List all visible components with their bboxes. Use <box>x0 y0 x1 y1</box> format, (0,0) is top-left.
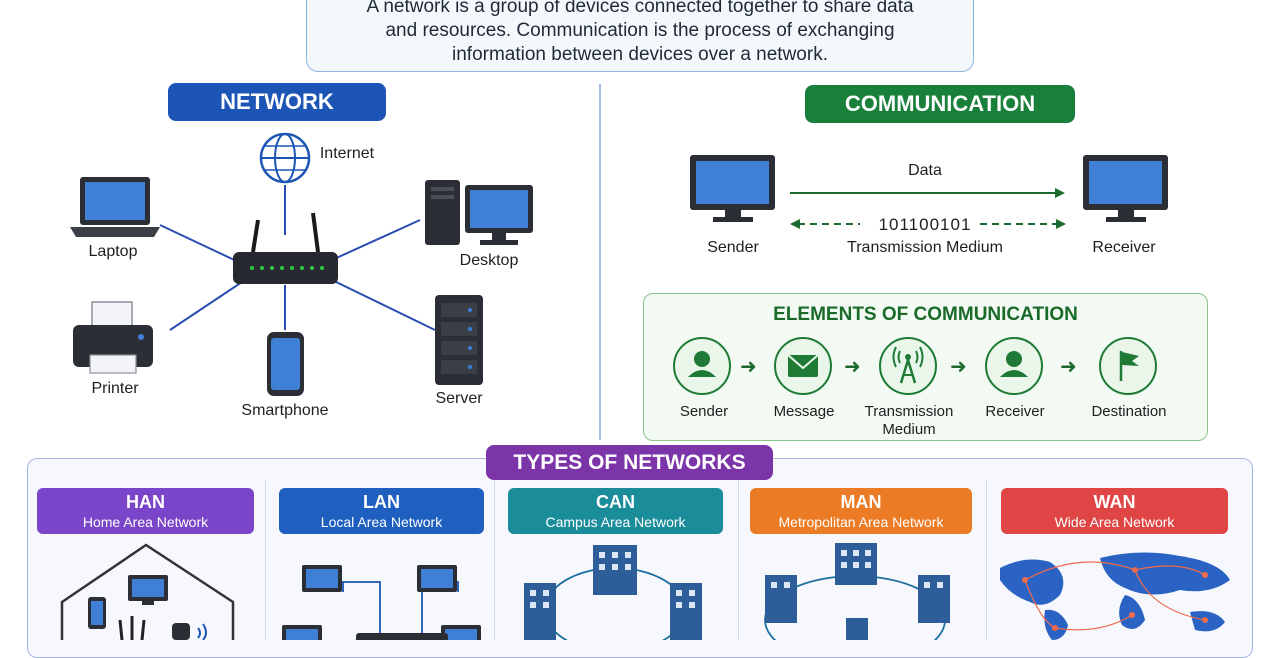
network-diagram <box>70 132 533 396</box>
label-data: Data <box>908 162 942 179</box>
world-map-icon <box>1000 552 1230 640</box>
element-label-transmission-medium: Transmission Medium <box>864 403 954 438</box>
medium-arrow-left <box>790 219 800 229</box>
type-can: CAN Campus Area Network <box>508 488 723 534</box>
city-buildings-icon <box>764 543 950 640</box>
communication-diagram <box>690 155 1168 229</box>
laptop-icon <box>70 177 160 237</box>
element-receiver <box>985 337 1043 395</box>
type-lan-abbr: LAN <box>363 492 400 512</box>
printer-icon <box>73 301 153 374</box>
lan-icon <box>282 565 481 640</box>
type-man-abbr: MAN <box>840 492 882 512</box>
intro-text: A network is a group of devices connecte… <box>307 0 973 67</box>
type-han-abbr: HAN <box>126 492 165 512</box>
type-can-abbr: CAN <box>596 492 635 512</box>
network-title: NETWORK <box>168 83 386 121</box>
type-lan: LAN Local Area Network <box>279 488 484 534</box>
type-separator-2 <box>494 480 495 640</box>
house-icon <box>60 543 235 640</box>
element-label-destination: Destination <box>1091 403 1167 420</box>
network-links <box>159 185 436 331</box>
type-lan-full: Local Area Network <box>320 514 443 530</box>
type-separator-3 <box>738 480 739 640</box>
data-arrow <box>790 188 1065 198</box>
type-wan-full: Wide Area Network <box>1054 514 1175 530</box>
label-receiver: Receiver <box>1092 239 1156 256</box>
elements-box: ELEMENTS OF COMMUNICATION ➜ ➜ ➜ <box>643 293 1208 441</box>
element-arrow-4: ➜ <box>1060 356 1077 378</box>
user-icon <box>688 351 716 377</box>
receiver-monitor-icon <box>1083 155 1168 222</box>
user-icon <box>1000 351 1028 377</box>
label-desktop: Desktop <box>459 252 519 269</box>
label-internet: Internet <box>319 145 375 162</box>
intro-line-2: and resources. Communication is the proc… <box>385 20 895 41</box>
flag-icon <box>1119 351 1139 381</box>
globe-icon <box>259 132 311 184</box>
label-smartphone: Smartphone <box>241 402 329 419</box>
element-message <box>774 337 832 395</box>
type-wan-abbr: WAN <box>1093 492 1136 512</box>
element-label-message: Message <box>773 403 835 420</box>
link-desktop <box>331 219 421 261</box>
element-arrow-3: ➜ <box>950 356 967 378</box>
campus-buildings-icon <box>524 545 702 640</box>
elements-title: ELEMENTS OF COMMUNICATION <box>773 304 1078 325</box>
label-binary: 101100101 <box>878 215 972 234</box>
label-printer: Printer <box>91 380 139 397</box>
antenna-icon <box>892 346 924 384</box>
type-man-full: Metropolitan Area Network <box>778 514 944 530</box>
sender-monitor-icon <box>690 155 775 222</box>
element-label-receiver: Receiver <box>985 403 1045 420</box>
smartphone-icon <box>267 332 304 396</box>
type-han: HAN Home Area Network <box>37 488 254 534</box>
intro-line-1: A network is a group of devices connecte… <box>366 0 914 17</box>
label-sender: Sender <box>707 239 759 256</box>
router-icon <box>233 212 338 284</box>
label-transmission-medium: Transmission Medium <box>847 239 1003 256</box>
type-separator-1 <box>265 480 266 640</box>
types-illustrations <box>60 543 1230 640</box>
type-separator-4 <box>986 480 987 640</box>
types-title: TYPES OF NETWORKS <box>486 445 773 480</box>
desktop-icon <box>425 180 533 245</box>
type-man: MAN Metropolitan Area Network <box>750 488 972 534</box>
element-transmission-medium <box>879 337 937 395</box>
intro-line-3: information between devices over a netwo… <box>452 44 828 65</box>
section-divider <box>599 84 601 440</box>
type-han-full: Home Area Network <box>82 514 209 530</box>
link-server <box>331 279 436 331</box>
intro-box: A network is a group of devices connecte… <box>306 0 974 72</box>
medium-arrow-right <box>1056 219 1066 229</box>
element-sender <box>673 337 731 395</box>
communication-title: COMMUNICATION <box>805 85 1075 123</box>
type-wan: WAN Wide Area Network <box>1001 488 1228 534</box>
envelope-icon <box>787 354 819 377</box>
label-laptop: Laptop <box>88 243 138 260</box>
label-server: Server <box>435 390 483 407</box>
element-arrow-2: ➜ <box>844 356 861 378</box>
type-can-full: Campus Area Network <box>545 514 686 530</box>
element-arrow-1: ➜ <box>740 356 757 378</box>
link-laptop <box>159 224 246 266</box>
element-label-sender: Sender <box>679 403 729 420</box>
link-printer <box>169 279 246 331</box>
server-icon <box>435 295 483 385</box>
element-destination <box>1099 337 1157 395</box>
